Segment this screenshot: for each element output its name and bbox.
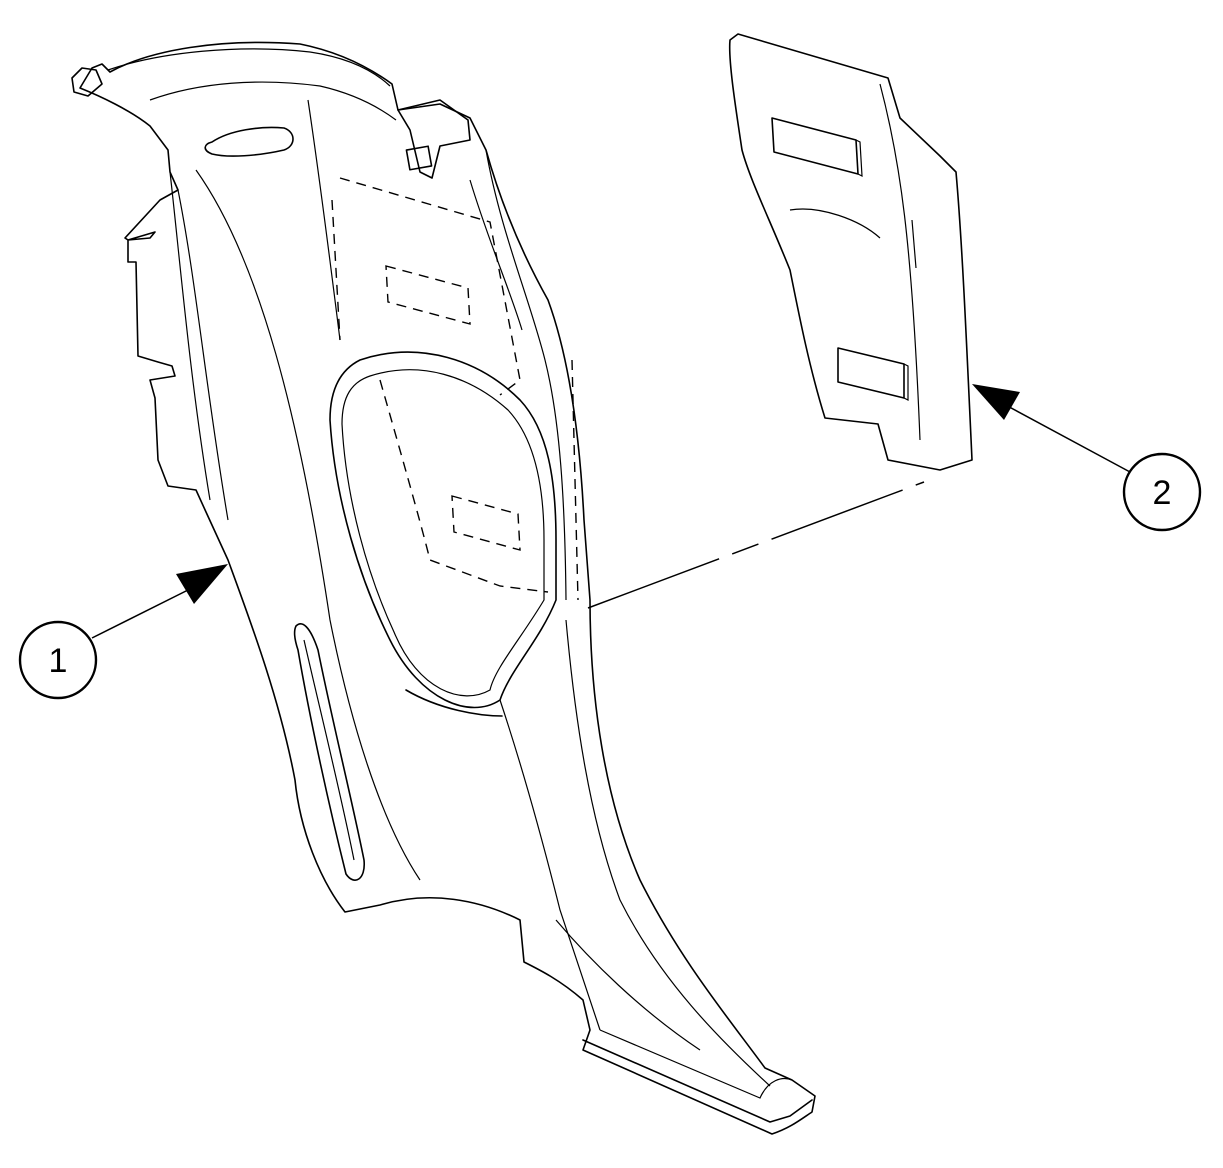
body-contour-right — [485, 149, 567, 601]
pillar-contour-left — [499, 699, 601, 1031]
callout-2-label: 2 — [1153, 474, 1172, 512]
pillar-contour-mid — [555, 919, 701, 1051]
adhesive-patch-upper — [771, 117, 859, 175]
pillar-contour-right — [565, 619, 771, 1087]
hidden-recess-back — [379, 379, 549, 593]
pad-outline — [728, 33, 973, 471]
pad-fold-line — [879, 83, 921, 441]
bottom-sill — [582, 1039, 813, 1123]
recess-inner — [341, 369, 545, 697]
lower-slot-inner — [303, 639, 355, 861]
top-clip-left — [71, 67, 103, 97]
left-flange-fold — [169, 171, 211, 501]
recess-outer — [329, 351, 557, 709]
alignment-leader — [587, 481, 925, 609]
bracket-square-hole — [405, 145, 433, 171]
hidden-upper-rect — [339, 177, 521, 396]
top-edge-bead — [107, 48, 391, 87]
top-edge-bead-inner — [149, 81, 397, 121]
callout-2-leader — [999, 401, 1131, 473]
trim-panel-part-1 — [71, 41, 816, 1135]
hidden-upper-rect-2 — [331, 199, 341, 341]
upper-bracket-tab — [397, 99, 471, 179]
callout-1: 1 — [18, 564, 228, 700]
callout-1-leader — [91, 585, 197, 639]
body-contour-mid — [307, 99, 341, 341]
upper-slot — [204, 126, 294, 157]
callout-1-circle — [18, 620, 98, 700]
body-contour-left — [195, 169, 421, 881]
adhesive-patch-upper-edge — [855, 139, 863, 178]
pad-curve-2 — [911, 219, 917, 269]
left-flange-fold-2 — [177, 189, 229, 521]
callout-2-arrowhead — [972, 384, 1020, 420]
recess-lower-lip — [405, 689, 503, 717]
adhesive-patch-lower — [837, 347, 905, 399]
callout-2: 2 — [972, 384, 1202, 532]
pad-curve — [789, 208, 881, 239]
hidden-recess-edge — [571, 359, 579, 601]
body-contour-right-2 — [469, 179, 523, 331]
callout-1-label: 1 — [49, 642, 68, 680]
hidden-pad-upper — [385, 265, 471, 325]
adhesive-patch-lower-edge — [903, 363, 909, 401]
lower-slot — [293, 623, 365, 881]
callout-1-arrowhead — [176, 564, 228, 604]
hidden-pad-lower — [451, 495, 521, 551]
bottom-sill-inner — [599, 1029, 793, 1099]
insulator-pad-part-2 — [728, 33, 973, 471]
callout-2-circle — [1122, 452, 1202, 532]
